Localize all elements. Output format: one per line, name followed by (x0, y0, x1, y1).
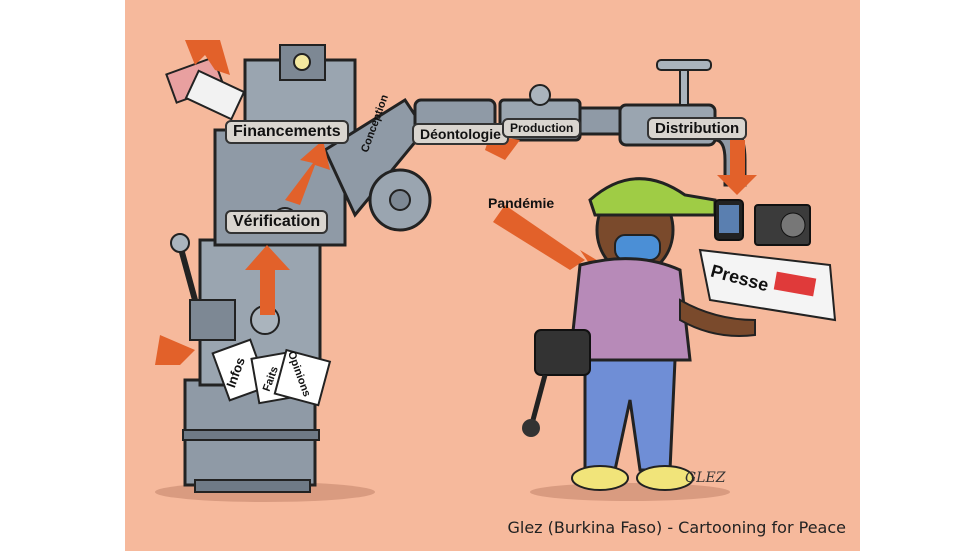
gauge-box (279, 44, 326, 81)
face-mask (614, 234, 661, 261)
microphone (522, 419, 540, 437)
tap-handle (656, 59, 712, 71)
artist-signature: GLEZ (685, 470, 726, 486)
label-deontologie: Déontologie (412, 123, 509, 145)
right-shoe (636, 465, 694, 491)
gauge-dial (293, 53, 311, 71)
lever-knob (170, 233, 190, 253)
label-financements: Financements (225, 120, 349, 144)
shoulder-bag (534, 329, 591, 376)
jeans (583, 358, 677, 472)
credit-line: Glez (Burkina Faso) - Cartooning for Pea… (507, 518, 846, 537)
newspaper (698, 248, 837, 322)
reporter-figure (522, 177, 756, 491)
label-production: Production (502, 118, 582, 138)
input-papers (211, 338, 332, 407)
label-distribution: Distribution (647, 117, 748, 140)
label-verification: Vérification (225, 210, 329, 234)
striped-shirt (568, 257, 692, 362)
microphone-cable (530, 374, 548, 421)
cartoon-canvas: Financements Conception Déontologie Prod… (125, 0, 860, 551)
green-cap (588, 177, 717, 217)
label-pandemie: Pandémie (488, 195, 555, 211)
lever-handle (177, 244, 198, 301)
media-output (698, 199, 837, 322)
left-shoe (571, 465, 629, 491)
outstretched-arms (679, 298, 756, 337)
money-bills (165, 56, 246, 121)
flow-arrows (155, 40, 757, 365)
